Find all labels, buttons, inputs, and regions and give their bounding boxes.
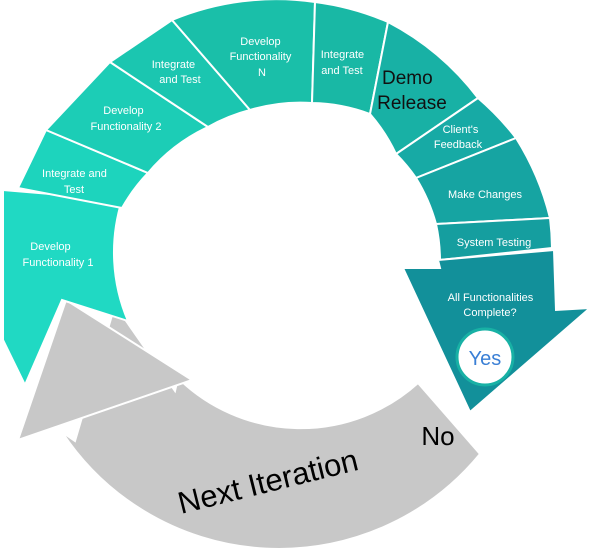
- label-make-changes: Make Changes: [448, 189, 522, 201]
- label-integrate-and-test-2: Integrate and Test: [152, 59, 201, 86]
- label-integrate-and-test-3: Integrate and Test: [321, 49, 367, 77]
- next-iteration-arrow-body: [61, 302, 482, 550]
- yes-label: Yes: [469, 348, 502, 370]
- label-system-testing: System Testing: [457, 237, 531, 249]
- label-develop-functionality-1: Develop Functionality 1: [23, 241, 94, 269]
- next-iteration-arrow: Next Iteration: [16, 298, 482, 550]
- label-develop-functionality-n: Develop Functionality N: [230, 36, 295, 79]
- segment-develop-functionality-1: [1, 188, 130, 388]
- label-integrate-and-test-1: Integrate and Test: [42, 168, 110, 196]
- yes-circle: [455, 327, 515, 387]
- label-develop-functionality-2: Develop Functionality 2: [91, 105, 162, 133]
- segment-develop-functionality-n: [170, 0, 317, 112]
- segment-labels: Develop Functionality 1 Integrate and Te…: [23, 36, 537, 319]
- label-clients-feedback: Client's Feedback: [434, 124, 483, 151]
- no-label: No: [421, 421, 454, 451]
- next-iteration-arrow-head: [16, 298, 195, 442]
- label-all-functionalities-complete: All Functionalities Complete?: [448, 292, 537, 319]
- label-demo-release: Demo Release: [377, 68, 447, 114]
- yes-decision: Yes: [455, 327, 515, 387]
